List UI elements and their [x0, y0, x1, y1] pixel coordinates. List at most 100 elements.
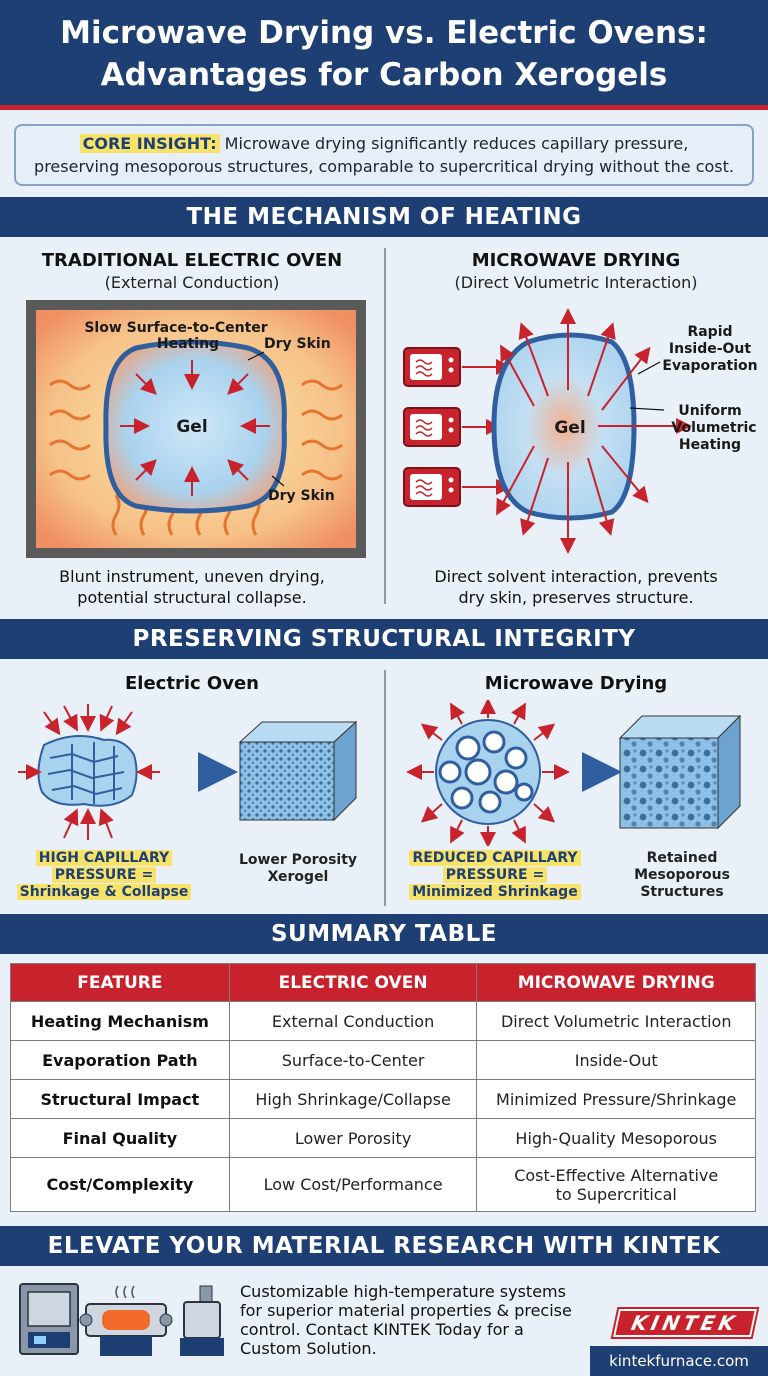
furnace-product-illustrations	[19, 1283, 224, 1356]
microwave-panel-title-text: MICROWAVE DRYING	[471, 250, 681, 271]
mesoporous-cube	[618, 714, 742, 830]
core-insight-text-2: preserving mesoporous structures, compar…	[34, 157, 734, 176]
table-cell-oven: Low Cost/Performance	[228, 1157, 478, 1212]
microwave-icons	[403, 347, 461, 507]
section-heading-footer: ELEVATE YOUR MATERIAL RESEARCH WITH KINT…	[0, 1226, 768, 1266]
heat-wave-icons	[49, 379, 343, 536]
table-cell-microwave: Inside-Out	[476, 1040, 756, 1080]
page-title: Microwave Drying vs. Electric Ovens: Adv…	[0, 12, 768, 96]
table-cell-microwave: High-Quality Mesoporous	[476, 1118, 756, 1158]
low-porosity-cube	[238, 720, 358, 822]
dry-skin-label-bottom: Dry Skin	[268, 488, 335, 504]
table-row: Evaporation Path Surface-to-Center Insid…	[10, 1040, 756, 1080]
summary-table: FEATURE ELECTRIC OVEN MICROWAVE DRYING H…	[10, 963, 756, 1212]
table-row: Heating Mechanism External Conduction Di…	[10, 1001, 756, 1041]
oven-collapse-diagram	[18, 704, 358, 840]
table-cell-feature: Final Quality	[10, 1118, 230, 1158]
lower-porosity-line-1: Lower Porosity	[238, 852, 358, 868]
microwave-panel-subtitle: (Direct Volumetric Interaction)	[454, 273, 698, 292]
oven-panel-title: TRADITIONAL ELECTRIC OVEN (External Cond…	[10, 250, 374, 294]
table-cell-microwave: Cost-Effective Alternative to Supercriti…	[476, 1157, 756, 1212]
microwave-caption: Direct solvent interaction, prevents dry…	[394, 566, 758, 608]
retained-mesoporous-label: Retained Mesoporous Structures	[610, 850, 754, 901]
column-header: ELECTRIC OVEN	[228, 963, 478, 1002]
conduction-arrows	[120, 360, 270, 496]
high-pressure-line-2: PRESSURE =	[51, 867, 157, 883]
oven-panel-title-text: TRADITIONAL ELECTRIC OVEN	[41, 250, 343, 271]
table-row: Structural Impact High Shrinkage/Collaps…	[10, 1079, 756, 1119]
table-row: Final Quality Lower Porosity High-Qualit…	[10, 1118, 756, 1158]
website-link[interactable]: kintekfurnace.com	[590, 1346, 768, 1376]
microwave-heating-diagram: Gel Rapid Inside-Out Evaporation Uniform…	[403, 308, 758, 554]
footer-description: Customizable high-temperature systems fo…	[240, 1282, 572, 1358]
evaporation-arrows	[496, 308, 692, 554]
table-cell-feature: Evaporation Path	[10, 1040, 230, 1080]
slow-heating-label-1: Slow Surface-to-Center	[84, 320, 267, 336]
uniform-label-2: Volumetric	[671, 420, 756, 436]
oven-heating-diagram: Slow Surface-to-Center Heating Dry Skin …	[26, 300, 366, 558]
column-header: MICROWAVE DRYING	[476, 963, 756, 1002]
table-cell-oven: High Shrinkage/Collapse	[228, 1079, 478, 1119]
section-heading-mechanism: THE MECHANISM OF HEATING	[0, 197, 768, 237]
microwave-panel-title: MICROWAVE DRYING (Direct Volumetric Inte…	[394, 250, 758, 294]
table-cell-feature: Structural Impact	[10, 1079, 230, 1119]
integrity-oven-title: Electric Oven	[125, 673, 259, 694]
retained-line-1: Retained	[646, 850, 718, 866]
microwave-icon	[403, 467, 461, 507]
reduced-pressure-line-1: REDUCED CAPILLARY	[409, 850, 581, 866]
oven-gel-label: Gel	[176, 417, 207, 437]
high-pressure-line-3: Shrinkage & Collapse	[16, 884, 192, 900]
table-cell-line-2: to Supercritical	[555, 1184, 677, 1204]
microwave-caption-line-1: Direct solvent interaction, prevents	[434, 567, 718, 586]
microwave-preserved-diagram	[406, 700, 742, 846]
table-row: Cost/Complexity Low Cost/Performance Cos…	[10, 1157, 756, 1212]
column-header: FEATURE	[10, 963, 230, 1002]
table-cell-feature: Heating Mechanism	[10, 1001, 230, 1041]
table-cell-feature: Cost/Complexity	[10, 1157, 230, 1212]
microwave-caption-line-2: dry skin, preserves structure.	[458, 588, 694, 607]
microwave-gel-label: Gel	[554, 418, 585, 438]
outward-arrows	[406, 700, 570, 846]
microwave-label-pointers	[629, 361, 665, 411]
high-capillary-pressure-label: HIGH CAPILLARY PRESSURE = Shrinkage & Co…	[14, 850, 194, 901]
table-cell-microwave: Minimized Pressure/Shrinkage	[476, 1079, 756, 1119]
compression-arrows	[18, 704, 160, 840]
page-title-line-2: Advantages for Carbon Xerogels	[100, 57, 668, 93]
core-insight-text-1: Microwave drying significantly reduces c…	[219, 134, 689, 153]
open-pore-network	[435, 719, 541, 825]
microwave-icon	[403, 347, 461, 387]
oven-caption-line-1: Blunt instrument, uneven drying,	[59, 567, 325, 586]
rapid-label-2: Inside-Out	[669, 341, 752, 357]
table-cell-oven: Surface-to-Center	[228, 1040, 478, 1080]
microwave-gel-body	[491, 332, 637, 521]
oven-caption-line-2: potential structural collapse.	[77, 588, 307, 607]
core-insight-box: CORE INSIGHT: Microwave drying significa…	[14, 124, 754, 186]
slow-heating-label-2: Heating	[157, 336, 219, 352]
section-divider	[384, 670, 386, 906]
integrity-microwave-title: Microwave Drying	[484, 673, 668, 694]
oven-panel-subtitle: (External Conduction)	[104, 273, 280, 292]
section-heading-summary: SUMMARY TABLE	[0, 914, 768, 954]
page-title-line-1: Microwave Drying vs. Electric Ovens:	[60, 15, 708, 51]
uniform-label-3: Heating	[679, 437, 741, 453]
kintek-logo[interactable]: KINTEK	[610, 1307, 760, 1339]
table-cell-oven: External Conduction	[228, 1001, 478, 1041]
oven-caption: Blunt instrument, uneven drying, potenti…	[10, 566, 374, 608]
table-header-row: FEATURE ELECTRIC OVEN MICROWAVE DRYING	[10, 963, 756, 1002]
retained-line-2: Mesoporous	[634, 867, 730, 883]
section-divider	[384, 248, 386, 604]
collapsed-network	[37, 735, 138, 807]
uniform-label-1: Uniform	[678, 403, 741, 419]
core-insight-label: CORE INSIGHT:	[79, 134, 220, 153]
reduced-pressure-line-2: PRESSURE =	[442, 867, 548, 883]
reduced-capillary-pressure-label: REDUCED CAPILLARY PRESSURE = Minimized S…	[398, 850, 592, 901]
rapid-label-1: Rapid	[687, 324, 732, 340]
dry-skin-label-top: Dry Skin	[264, 336, 331, 352]
box-furnace-icon	[19, 1283, 79, 1355]
vertical-furnace-icon	[180, 1285, 224, 1356]
collapsed-network-mesh	[47, 742, 125, 804]
reduced-pressure-line-3: Minimized Shrinkage	[409, 884, 581, 900]
table-cell-line-1: Cost-Effective Alternative	[514, 1165, 719, 1185]
table-cell-microwave: Direct Volumetric Interaction	[476, 1001, 756, 1041]
table-cell-oven: Lower Porosity	[228, 1118, 478, 1158]
